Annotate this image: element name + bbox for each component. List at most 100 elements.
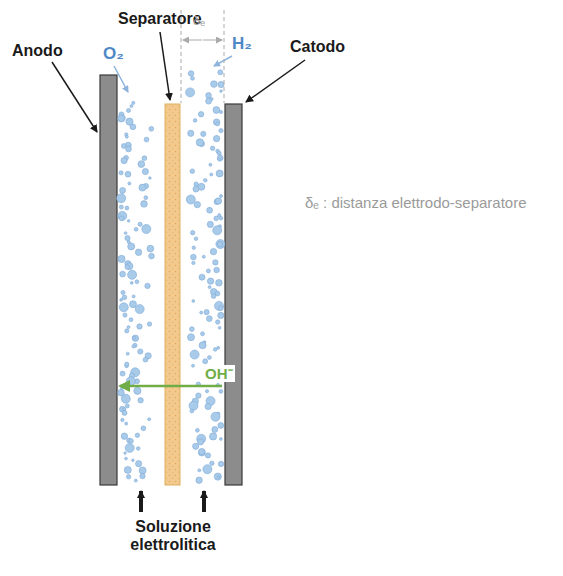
gas-bubble bbox=[149, 177, 152, 180]
gas-bubble bbox=[120, 187, 126, 193]
gas-bubble bbox=[121, 418, 124, 421]
gas-bubble bbox=[143, 357, 148, 362]
gas-bubble bbox=[218, 326, 221, 329]
leader-line bbox=[52, 62, 97, 132]
gas-bubble bbox=[125, 236, 130, 241]
gas-bubble bbox=[220, 438, 223, 441]
gas-bubble bbox=[214, 473, 221, 480]
gas-bubble bbox=[219, 390, 223, 394]
gas-bubble bbox=[121, 290, 125, 294]
note: δₑ : distanza elettrodo-separatore bbox=[305, 194, 527, 211]
gas-bubble bbox=[192, 364, 195, 367]
gas-bubble bbox=[192, 261, 195, 264]
gas-bubble bbox=[138, 349, 143, 354]
gas-bubble bbox=[125, 329, 129, 333]
gas-bubble bbox=[142, 168, 148, 174]
gas-bubble bbox=[198, 112, 203, 117]
gas-bubble bbox=[209, 163, 212, 166]
gas-bubble bbox=[191, 231, 195, 235]
gas-bubble bbox=[194, 201, 200, 207]
gas-bubble bbox=[141, 426, 146, 431]
gas-bubble bbox=[218, 312, 224, 318]
gas-bubble bbox=[120, 371, 125, 376]
gas-bubble bbox=[198, 469, 201, 472]
gas-bubble bbox=[126, 475, 130, 479]
gas-bubble bbox=[125, 422, 128, 425]
gas-bubble bbox=[220, 195, 223, 198]
gas-bubble bbox=[213, 348, 217, 352]
gas-bubble bbox=[219, 129, 223, 133]
gas-bubble bbox=[202, 255, 205, 258]
gas-bubble bbox=[196, 139, 203, 146]
gas-bubble bbox=[119, 216, 124, 221]
gas-bubble bbox=[127, 220, 130, 223]
gas-bubble bbox=[210, 146, 214, 150]
gas-bubble bbox=[211, 81, 218, 88]
leader-line bbox=[160, 32, 170, 100]
gas-bubble bbox=[208, 286, 211, 289]
gas-bubble bbox=[118, 255, 125, 262]
gas-bubble bbox=[138, 161, 145, 168]
gas-bubble bbox=[199, 449, 205, 455]
gas-bubble bbox=[144, 196, 148, 200]
gas-bubble bbox=[207, 278, 213, 284]
dimension-arrow bbox=[183, 40, 202, 41]
gas-bubble bbox=[121, 433, 127, 439]
gas-bubble bbox=[217, 242, 222, 247]
gas-bubble bbox=[216, 280, 223, 287]
gas-bubble bbox=[190, 409, 194, 413]
gas-bubble bbox=[139, 184, 146, 191]
anode-plate bbox=[100, 75, 117, 485]
gas-bubble bbox=[201, 131, 206, 136]
gas-bubble bbox=[216, 320, 220, 324]
gas-bubble bbox=[206, 269, 210, 273]
gas-bubble bbox=[205, 453, 210, 458]
part-name: Separatore bbox=[118, 10, 202, 28]
gas-bubble bbox=[138, 222, 142, 226]
gas-bubble bbox=[133, 336, 136, 339]
gas-bubble bbox=[204, 310, 209, 315]
gas-bubble bbox=[188, 334, 195, 341]
part-name: Soluzione elettrolitica bbox=[113, 518, 233, 555]
gas-bubble bbox=[142, 156, 147, 161]
gas-bubble bbox=[122, 410, 127, 415]
gas-bubble bbox=[203, 465, 212, 474]
gas-bubble bbox=[132, 459, 135, 462]
gas-bubble bbox=[130, 282, 133, 285]
gas-bubble bbox=[216, 170, 223, 177]
gas-bubble bbox=[207, 207, 213, 213]
gas-bubble bbox=[219, 306, 224, 311]
inflow-arrow bbox=[139, 491, 143, 512]
gas-bubble bbox=[126, 377, 135, 386]
ion-name: OH⁻ bbox=[203, 365, 235, 382]
gas-bubble bbox=[214, 216, 219, 221]
gas-bubble bbox=[122, 295, 127, 300]
gas-bubble bbox=[210, 248, 216, 254]
gas-bubble bbox=[211, 412, 220, 421]
gas-bubble bbox=[132, 295, 135, 298]
gas-bubble bbox=[198, 449, 205, 456]
leader-line bbox=[114, 66, 128, 92]
gas-bubble bbox=[117, 194, 126, 203]
gas-bubble bbox=[190, 350, 199, 359]
gas-bubble bbox=[219, 216, 223, 220]
gas-bubble bbox=[204, 179, 208, 183]
gas-bubble bbox=[118, 115, 125, 122]
gas-bubble bbox=[136, 447, 140, 451]
gas-bubble bbox=[210, 433, 217, 440]
leader-line bbox=[246, 60, 305, 102]
gas-bubble bbox=[191, 76, 195, 80]
gas-bubble bbox=[125, 362, 129, 366]
gas-bubble bbox=[218, 423, 224, 429]
gas-bubble bbox=[191, 254, 197, 260]
gas-bubble bbox=[219, 110, 222, 113]
gas-bubble bbox=[213, 260, 218, 265]
gas-bubble bbox=[149, 253, 155, 259]
gas-bubble bbox=[205, 403, 211, 409]
gas-bubble bbox=[216, 240, 225, 249]
gas-bubble bbox=[135, 305, 144, 314]
gas-bubble bbox=[128, 243, 135, 250]
gas-bubble bbox=[135, 280, 139, 284]
dimension-arrow bbox=[203, 40, 222, 41]
gas-name: O₂ bbox=[103, 44, 124, 64]
